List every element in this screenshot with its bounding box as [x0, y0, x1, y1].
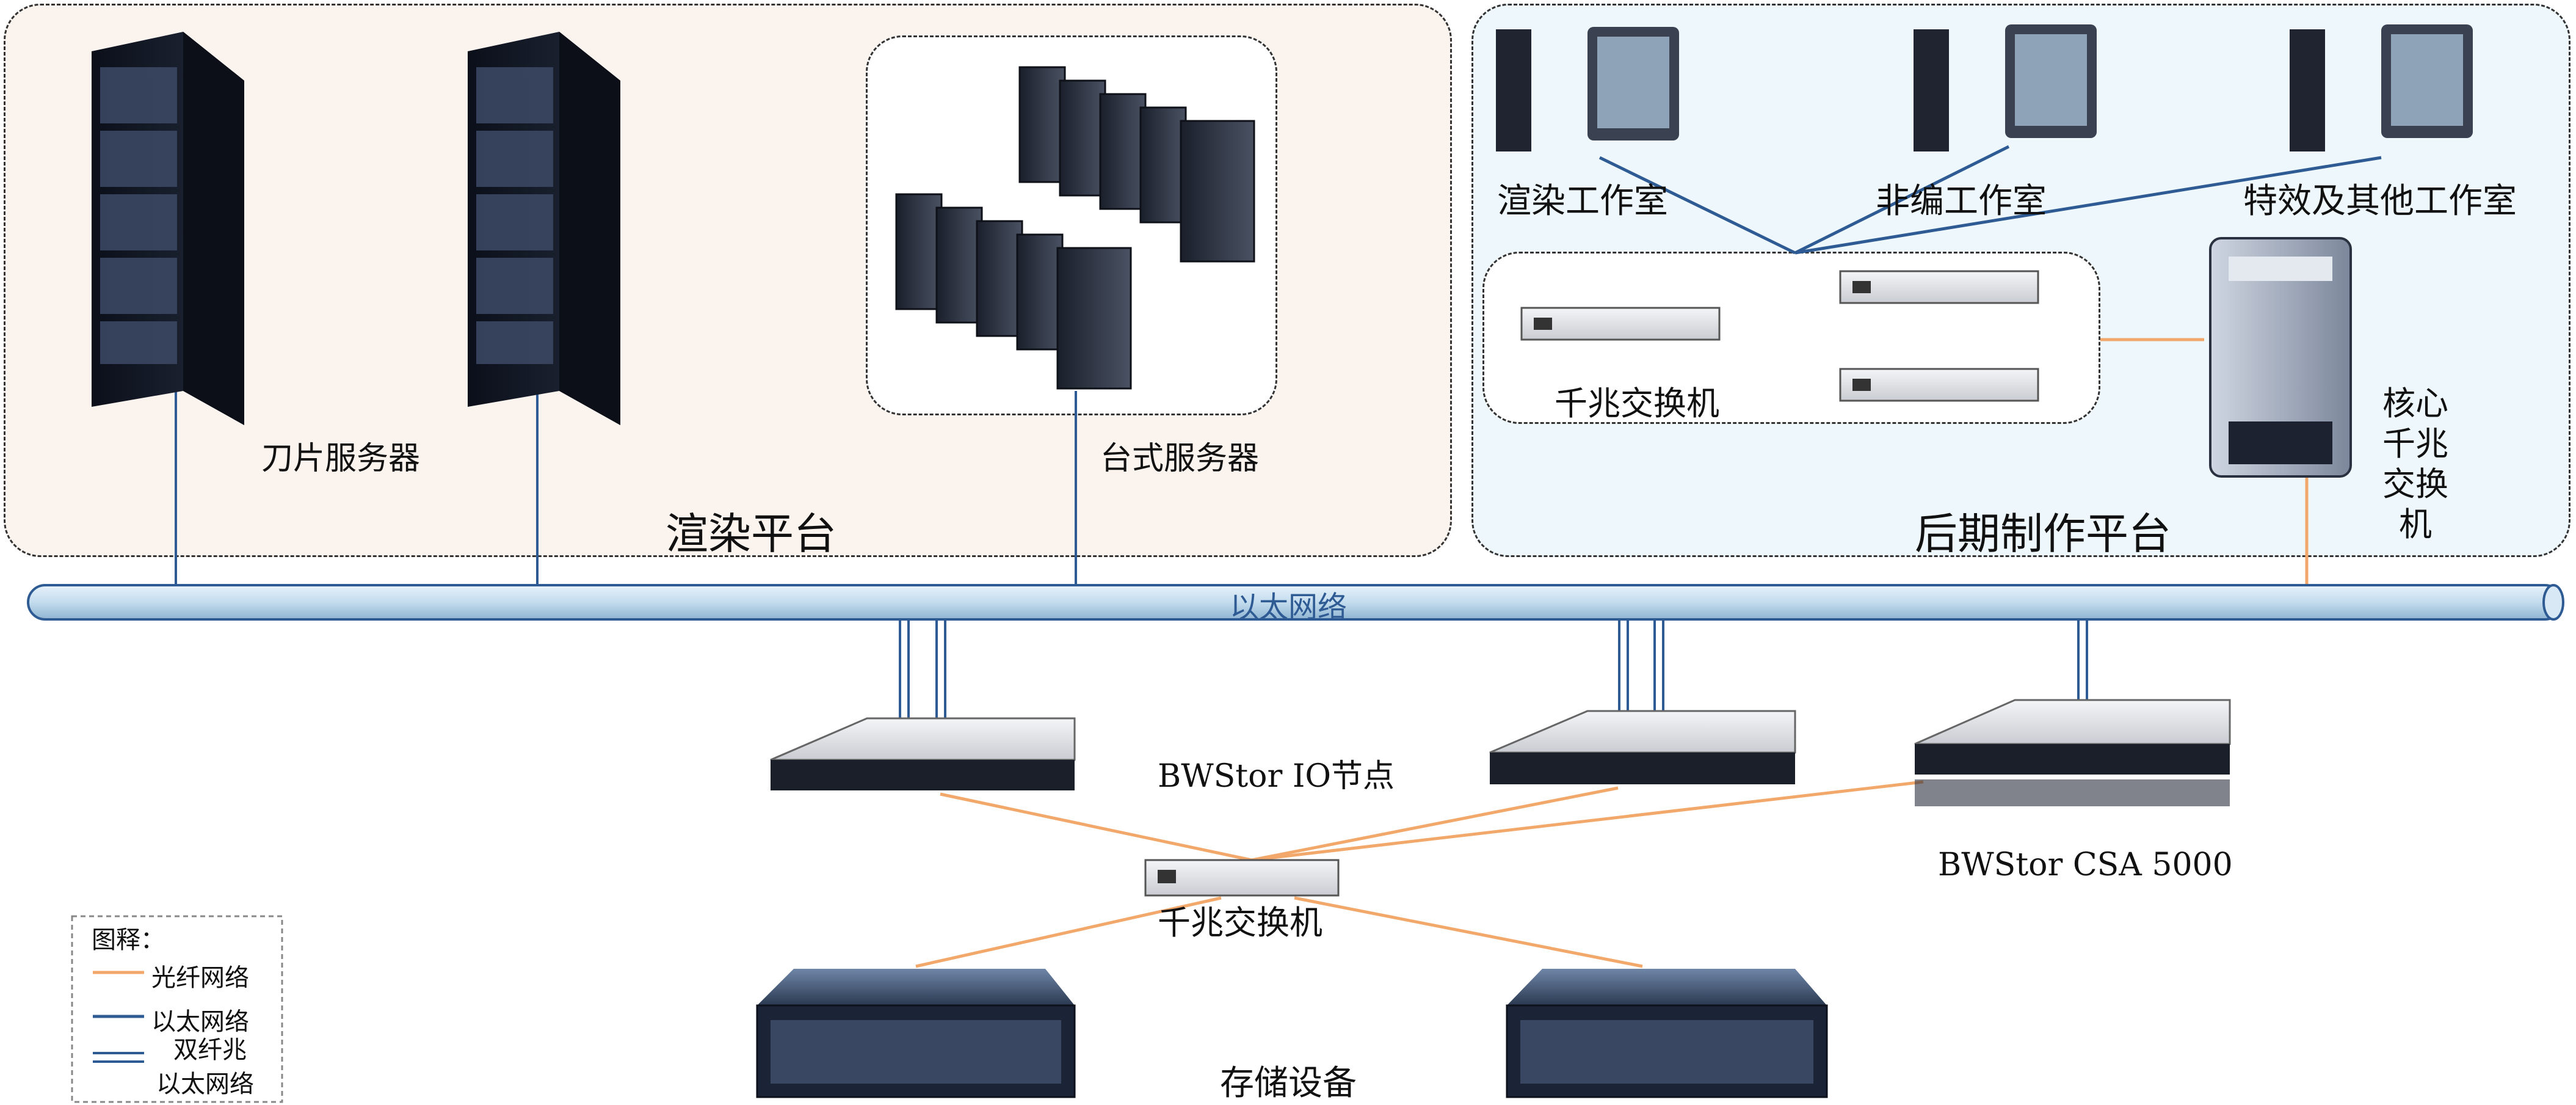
legend-symbols: [71, 915, 283, 1103]
storage-switch-label: 千兆交换机: [1158, 903, 1322, 942]
legend-dual-label-2: 以太网络: [156, 1070, 254, 1098]
core-gigabit-switch: [2209, 237, 2352, 478]
workstation-label-vfx: 特效及其他工作室: [2243, 181, 2517, 221]
switch-group-label: 千兆交换机: [1555, 384, 1719, 423]
gigabit-switch-1: [1520, 307, 1721, 341]
blade-server-label: 刀片服务器: [261, 440, 421, 477]
io-node-label: BWStor IO节点: [1158, 758, 1395, 795]
blade-server-rack-2: [468, 32, 620, 425]
core-switch-label: 核心千兆交换机: [2382, 384, 2448, 544]
blade-server-rack-1: [92, 32, 244, 425]
storage-array-2: [1506, 969, 1828, 1098]
render-ethernet-links: [175, 391, 1077, 585]
legend-title: 图释：: [92, 926, 165, 954]
legend-ethernet-label: 以太网络: [151, 1008, 249, 1036]
tower-servers-back-row: [1018, 66, 1255, 263]
post-platform-title: 后期制作平台: [1915, 509, 2171, 559]
legend-dual-label-1: 双纤兆: [173, 1036, 247, 1064]
gigabit-switch-3: [1839, 368, 2039, 402]
ethernet-bus-label: 以太网络: [1230, 590, 1348, 624]
storage-array-1: [756, 969, 1076, 1098]
tower-server-label: 台式服务器: [1100, 440, 1260, 477]
workstation-nle: [1914, 24, 2097, 151]
workstation-label-nle: 非编工作室: [1876, 181, 2047, 221]
io-node-1: [770, 717, 1076, 790]
legend-fiber-label: 光纤网络: [151, 964, 249, 992]
csa-5000-unit: [1914, 699, 2231, 806]
storage-gigabit-switch: [1144, 859, 1340, 897]
workstation-vfx: [2290, 24, 2473, 151]
workstation-render: [1496, 27, 1679, 151]
storage-label: 存储设备: [1220, 1063, 1357, 1103]
csa-label: BWStor CSA 5000: [1938, 847, 2233, 883]
gigabit-switch-2: [1839, 270, 2039, 304]
io-node-2: [1489, 710, 1796, 784]
render-platform-title: 渲染平台: [666, 509, 836, 559]
workstation-ethernet-links: [1598, 145, 2382, 255]
tower-servers-front-row: [895, 193, 1132, 390]
workstation-label-render: 渲染工作室: [1497, 181, 1668, 221]
ethernet-bus: [27, 584, 2564, 621]
storage-fiber-links: [915, 780, 1924, 968]
dual-ethernet-links: [899, 619, 2088, 721]
